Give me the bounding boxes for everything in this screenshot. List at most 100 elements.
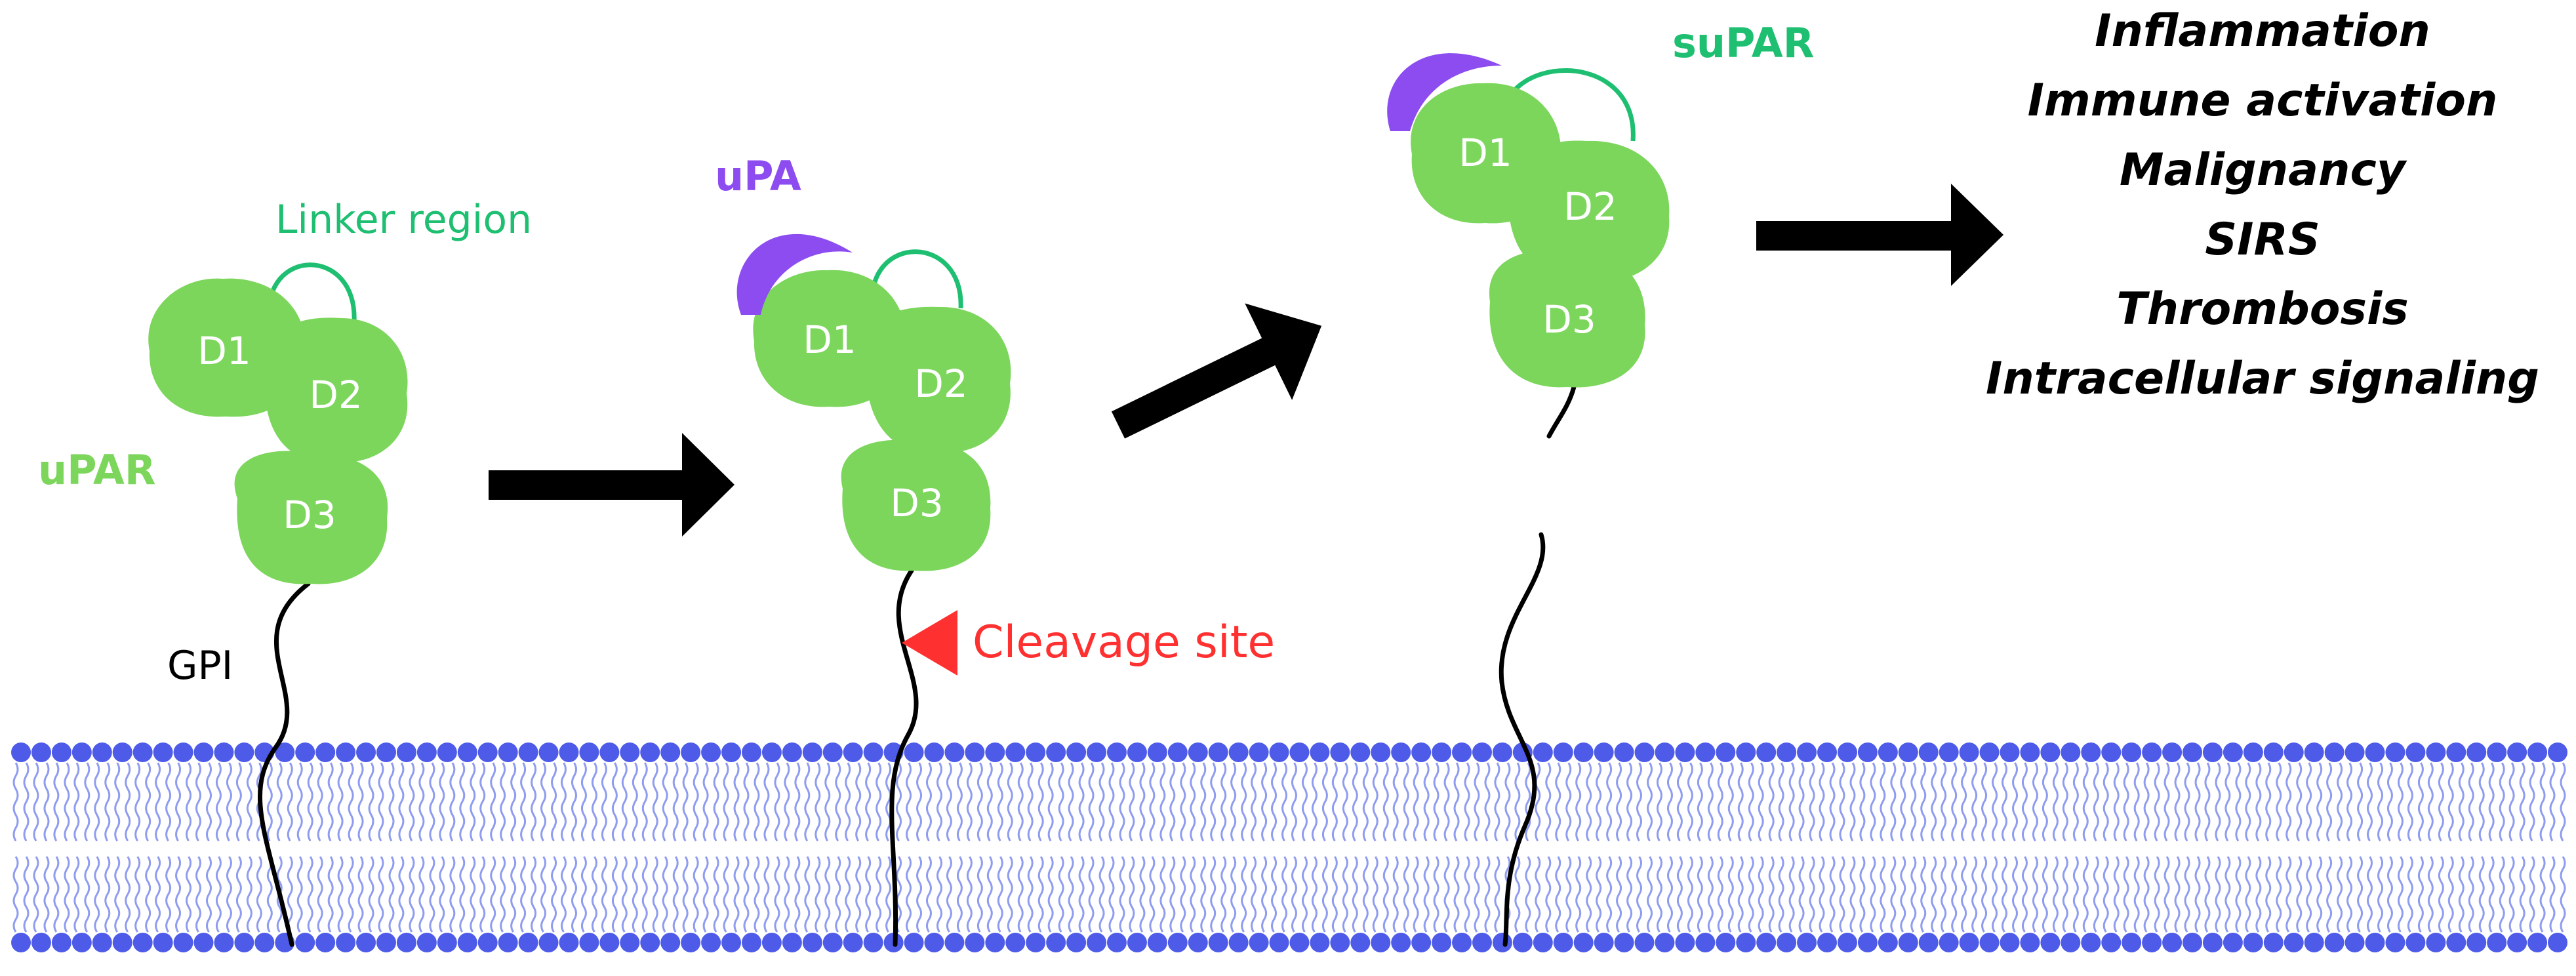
lipid-head: [498, 933, 518, 952]
lipid-tail: [1687, 856, 1693, 933]
lipid-tail: [936, 856, 942, 933]
lipid-tail: [357, 856, 364, 933]
lipid-head: [92, 742, 112, 762]
lipid-tail: [2082, 856, 2089, 933]
lipid-tail: [1758, 856, 1764, 933]
lipid-head: [1026, 742, 1046, 762]
lipid-head: [92, 933, 112, 952]
lipid-tail: [956, 762, 963, 842]
lipid-tail: [175, 762, 182, 842]
lipid-tail: [1078, 762, 1085, 842]
lipid-tail: [145, 856, 151, 933]
lipid-tail: [1951, 856, 1958, 933]
lipid-head: [234, 933, 254, 952]
lipid-tail: [2296, 856, 2303, 933]
lipid-head: [1269, 742, 1289, 762]
lipid-tail: [1606, 762, 1613, 842]
lipid-tail: [601, 762, 607, 842]
lipid-tail: [287, 762, 293, 842]
lipid-head: [1147, 742, 1167, 762]
lipid-tail: [2357, 762, 2364, 842]
lipid-tail: [439, 762, 445, 842]
lipid-tail: [94, 762, 100, 842]
lipid-tail: [470, 762, 476, 842]
lipid-tail: [1565, 856, 1572, 933]
lipid-tail: [1586, 856, 1592, 933]
lipid-head: [1350, 742, 1371, 762]
lipid-tail: [2113, 856, 2120, 933]
lipid-head: [2466, 742, 2487, 762]
lipid-tail: [186, 762, 192, 842]
lipid-tail: [2285, 856, 2292, 933]
lipid-tail: [1829, 856, 1836, 933]
lipid-head: [1979, 742, 2000, 762]
lipid-head: [620, 742, 640, 762]
lipid-tail: [206, 762, 212, 842]
lipid-tail: [2123, 762, 2129, 842]
lipid-tail: [2154, 856, 2160, 933]
lipid-head: [640, 933, 660, 952]
lipid-tail: [2447, 762, 2454, 842]
lipid-head: [2527, 742, 2548, 762]
lipid-tail: [1139, 762, 1146, 842]
lipid-tail: [1271, 856, 1278, 933]
lipid-tail: [398, 762, 405, 842]
lipid-tail: [2357, 856, 2364, 933]
lipid-tail: [459, 856, 466, 933]
domain-d3-shape-2: [841, 439, 991, 571]
lipid-tail: [2215, 762, 2221, 842]
lipid-tail: [2245, 762, 2251, 842]
lipid-head: [1310, 933, 1330, 952]
lipid-head: [2202, 933, 2223, 952]
lipid-tail: [1535, 762, 1541, 842]
lipid-tail: [1200, 856, 1207, 933]
lipid-tail: [2478, 762, 2485, 842]
lipid-tail: [429, 856, 435, 933]
lipid-head: [985, 742, 1005, 762]
lipid-tail: [145, 762, 151, 842]
lipid-tail: [1656, 856, 1662, 933]
lipid-tail: [418, 856, 425, 933]
lipid-head: [985, 933, 1005, 952]
lipid-tail: [1362, 762, 1369, 842]
lipid-tail: [682, 856, 689, 933]
lipid-tail: [73, 762, 80, 842]
lipid-tail: [2143, 762, 2150, 842]
lipid-tail: [2082, 762, 2089, 842]
lipid-head: [234, 742, 254, 762]
lipid-tail: [2397, 762, 2404, 842]
lipid-tail: [621, 856, 628, 933]
lipid-tail: [2052, 762, 2059, 842]
lipid-tail: [1900, 762, 1906, 842]
lipid-tail: [1788, 762, 1795, 842]
lipid-tail: [1331, 762, 1338, 842]
lipid-tail: [1241, 856, 1247, 933]
lipid-head: [356, 933, 376, 952]
lipid-tail: [1413, 856, 1419, 933]
lipid-tail: [966, 856, 973, 933]
lipid-tail: [1849, 856, 1856, 933]
lipid-tail: [2377, 856, 2383, 933]
lipid-head: [1817, 933, 1838, 952]
lipid-tail: [2062, 762, 2068, 842]
lipid-tail: [1737, 856, 1744, 933]
lipid-head: [477, 742, 498, 762]
lipid-head: [1452, 742, 1472, 762]
lipid-tail: [2285, 762, 2292, 842]
lipid-tail: [591, 856, 597, 933]
lipid-head: [1106, 742, 1127, 762]
lipid-tail: [500, 856, 506, 933]
lipid-head: [2487, 742, 2507, 762]
lipid-head: [2020, 933, 2040, 952]
lipid-head: [620, 933, 640, 952]
lipid-tail: [2235, 856, 2242, 933]
lipid-tail: [2042, 856, 2048, 933]
lipid-head: [1391, 933, 1411, 952]
lipid-head: [2081, 742, 2101, 762]
lipid-tail: [1727, 762, 1734, 842]
lipid-tail: [2002, 856, 2008, 933]
lipid-tail: [1423, 856, 1430, 933]
lipid-tail: [774, 762, 780, 842]
lipid-head: [2162, 933, 2183, 952]
